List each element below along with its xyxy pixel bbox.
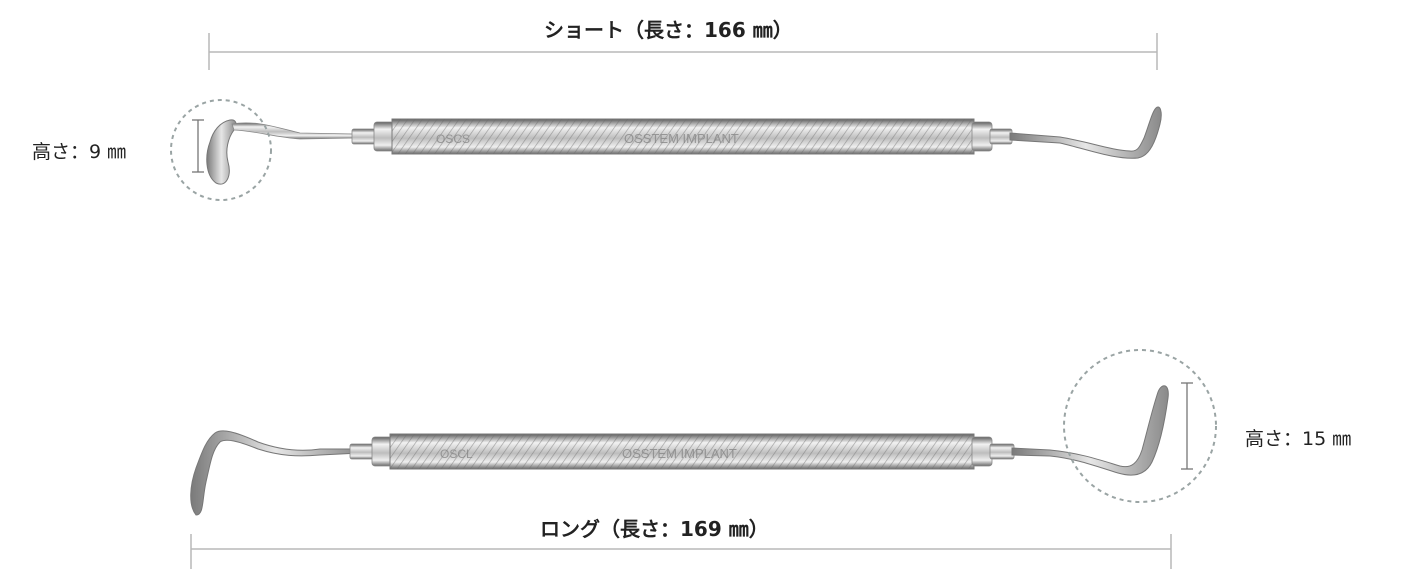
short-handle-brand: OSSTEM IMPLANT bbox=[624, 131, 739, 146]
long-handle-brand: OSSTEM IMPLANT bbox=[622, 446, 737, 461]
long-length-dimension bbox=[190, 534, 1172, 569]
long-height-label: 高さ：15 ㎜ bbox=[1245, 428, 1352, 450]
long-height-callout bbox=[1063, 349, 1217, 503]
short-height-callout bbox=[170, 99, 272, 201]
short-handle-code: OSCS bbox=[436, 132, 470, 146]
short-height-label: 高さ：9 ㎜ bbox=[32, 141, 127, 163]
short-length-dimension bbox=[208, 33, 1158, 70]
long-instrument: OSCL OSSTEM IMPLANT bbox=[190, 385, 1169, 516]
long-handle-code: OSCL bbox=[440, 447, 473, 461]
short-instrument-title: ショート（長さ：166 ㎜） bbox=[544, 18, 793, 42]
long-instrument-title: ロング（長さ：169 ㎜） bbox=[540, 517, 769, 541]
short-instrument: OSCS OSSTEM IMPLANT bbox=[206, 106, 1162, 185]
